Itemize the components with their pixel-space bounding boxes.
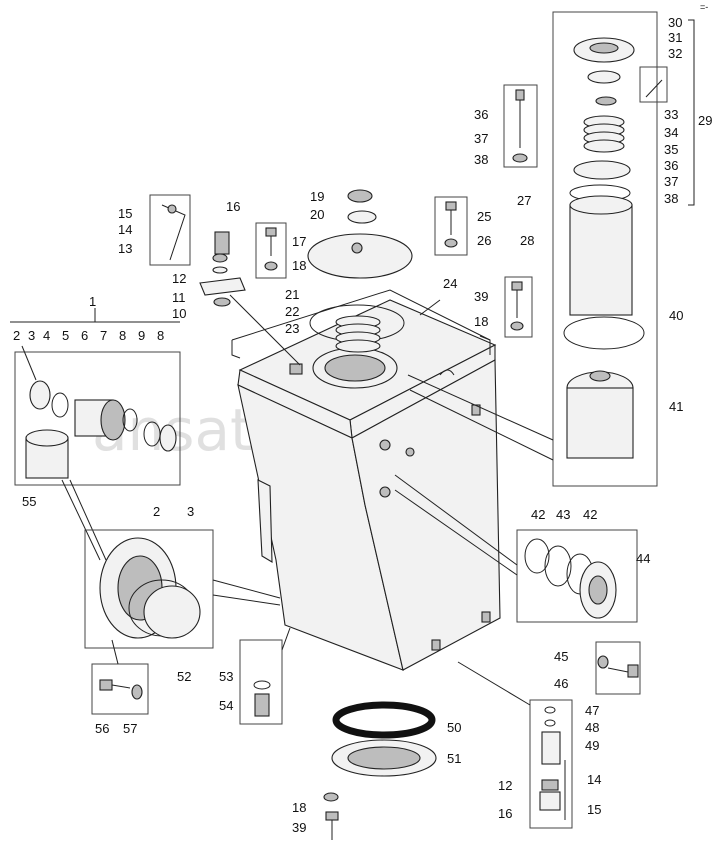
callout-2: 2 bbox=[13, 328, 20, 343]
callout-13: 13 bbox=[118, 241, 132, 256]
callout-23: 23 bbox=[285, 321, 299, 336]
callout-18-bottom: 18 bbox=[292, 800, 306, 815]
callout-30: 30 bbox=[668, 15, 682, 30]
callout-50: 50 bbox=[447, 720, 461, 735]
callout-7: 7 bbox=[100, 328, 107, 343]
callout-28: 28 bbox=[520, 233, 534, 248]
callout-9: 9 bbox=[138, 328, 145, 343]
callout-38: 38 bbox=[474, 152, 488, 167]
callout-40: 40 bbox=[669, 308, 683, 323]
strainer-23-icon bbox=[335, 315, 381, 353]
callout-25: 25 bbox=[477, 209, 491, 224]
callout-3: 3 bbox=[28, 328, 35, 343]
callout-10: 10 bbox=[172, 306, 186, 321]
callout-6: 6 bbox=[81, 328, 88, 343]
hydraulic-tank bbox=[231, 289, 501, 671]
side-flange-assembly bbox=[394, 474, 641, 695]
sensor-assembly bbox=[457, 661, 573, 829]
callout-39: 39 bbox=[474, 289, 488, 304]
callout-27: 27 bbox=[517, 193, 531, 208]
callout-17: 17 bbox=[292, 234, 306, 249]
callout-48: 48 bbox=[585, 720, 599, 735]
callout-16: 16 bbox=[226, 199, 240, 214]
callout-45: 45 bbox=[554, 649, 568, 664]
callout-56: 56 bbox=[95, 721, 109, 736]
callout-14: 14 bbox=[118, 222, 132, 237]
callout-12: 12 bbox=[172, 271, 186, 286]
callout-33: 33 bbox=[664, 107, 678, 122]
callout-37: 37 bbox=[474, 131, 488, 146]
callout-14-sensor: 14 bbox=[587, 772, 601, 787]
callout-21: 21 bbox=[285, 287, 299, 302]
callout-4: 4 bbox=[43, 328, 50, 343]
callout-22: 22 bbox=[285, 304, 299, 319]
callout-36-right: 36 bbox=[664, 158, 678, 173]
tank-cover-assembly bbox=[307, 189, 468, 353]
callout-57: 57 bbox=[123, 721, 137, 736]
callout-38-right: 38 bbox=[664, 191, 678, 206]
callout-31: 31 bbox=[668, 30, 682, 45]
callout-19: 19 bbox=[310, 189, 324, 204]
breather-assembly bbox=[149, 194, 301, 366]
callout-36: 36 bbox=[474, 107, 488, 122]
callout-35: 35 bbox=[664, 142, 678, 157]
callout-32: 32 bbox=[668, 46, 682, 61]
callout-42-second: 42 bbox=[583, 507, 597, 522]
callout-29: 29 bbox=[698, 113, 712, 128]
return-filter-assembly bbox=[407, 11, 668, 487]
callout-8-first: 8 bbox=[119, 328, 126, 343]
callout-3-flange: 3 bbox=[187, 504, 194, 519]
callout-43: 43 bbox=[556, 507, 570, 522]
callout-37-right: 37 bbox=[664, 174, 678, 189]
callout-42-first: 42 bbox=[531, 507, 545, 522]
callout-52: 52 bbox=[177, 669, 191, 684]
callout-16-sensor: 16 bbox=[498, 806, 512, 821]
drain-plug-assembly bbox=[239, 627, 291, 725]
callout-2-flange: 2 bbox=[153, 504, 160, 519]
callout-44: 44 bbox=[636, 551, 650, 566]
callout-55: 55 bbox=[22, 494, 36, 509]
callout-15: 15 bbox=[118, 206, 132, 221]
callout-5: 5 bbox=[62, 328, 69, 343]
callout-41: 41 bbox=[669, 399, 683, 414]
callout-26: 26 bbox=[477, 233, 491, 248]
suction-flange-assembly bbox=[84, 529, 281, 715]
bottom-flange-assembly bbox=[323, 701, 437, 840]
callout-51: 51 bbox=[447, 751, 461, 766]
callout-12-sensor: 12 bbox=[498, 778, 512, 793]
callout-54: 54 bbox=[219, 698, 233, 713]
callout-18-upper-right: 18 bbox=[474, 314, 488, 329]
callout-47: 47 bbox=[585, 703, 599, 718]
callout-46: 46 bbox=[554, 676, 568, 691]
callout-18-breather: 18 bbox=[292, 258, 306, 273]
corner-mark: =- bbox=[700, 2, 708, 12]
callout-20: 20 bbox=[310, 207, 324, 222]
bracket-29 bbox=[688, 19, 695, 206]
callout-49: 49 bbox=[585, 738, 599, 753]
spring-34-icon bbox=[583, 115, 625, 153]
callout-24: 24 bbox=[443, 276, 457, 291]
callout-1: 1 bbox=[89, 294, 96, 309]
filter-assembly bbox=[10, 308, 181, 561]
callout-53: 53 bbox=[219, 669, 233, 684]
callout-15-sensor: 15 bbox=[587, 802, 601, 817]
callout-labels: 30 31 32 33 34 35 36 37 38 29 36 37 38 2… bbox=[13, 15, 712, 835]
callout-11: 11 bbox=[172, 290, 186, 305]
callout-39-bottom: 39 bbox=[292, 820, 306, 835]
callout-8-second: 8 bbox=[157, 328, 164, 343]
callout-34: 34 bbox=[664, 125, 678, 140]
